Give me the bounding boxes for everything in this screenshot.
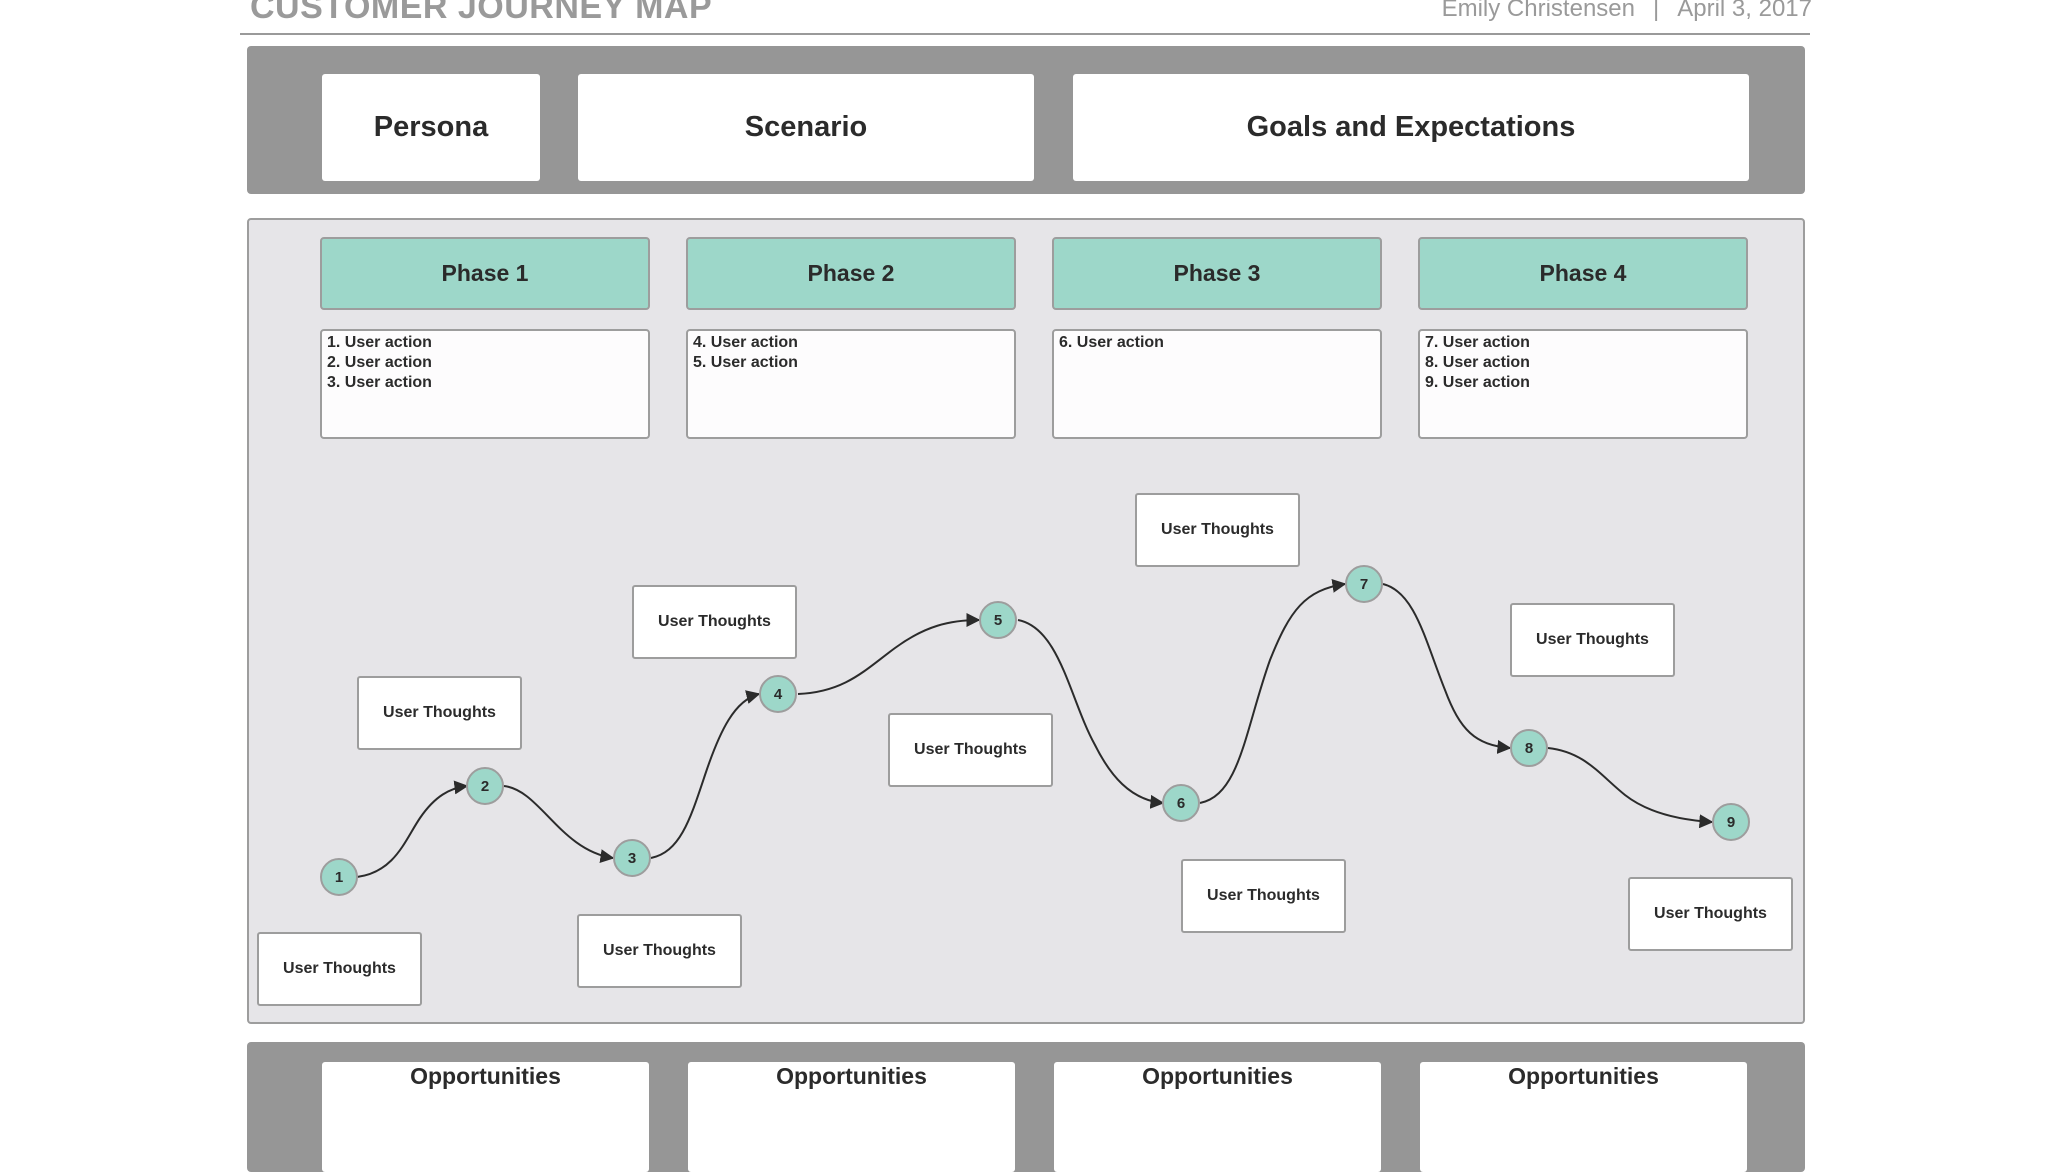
thought-step-6[interactable]: User Thoughts xyxy=(1181,859,1346,933)
opportunities-card-2[interactable]: Opportunities xyxy=(688,1062,1015,1172)
action-item: 8. User action xyxy=(1425,354,1530,371)
step-node-2: 2 xyxy=(466,767,504,805)
action-item: 4. User action xyxy=(693,334,798,351)
connector-1-2 xyxy=(356,780,469,878)
svg-text:2: 2 xyxy=(481,778,489,795)
action-item: 6. User action xyxy=(1059,334,1164,351)
scenario-card[interactable]: Scenario xyxy=(578,74,1034,181)
svg-text:4: 4 xyxy=(774,686,783,703)
phase-4-header[interactable]: Phase 4 xyxy=(1418,237,1748,310)
phase-1-actions[interactable]: 1. User action 2. User action 3. User ac… xyxy=(320,329,650,439)
opportunities-card-4[interactable]: Opportunities xyxy=(1420,1062,1747,1172)
action-item: 9. User action xyxy=(1425,374,1530,391)
svg-text:3: 3 xyxy=(628,850,636,867)
phase-2-header[interactable]: Phase 2 xyxy=(686,237,1016,310)
connector-5-6 xyxy=(1017,619,1165,809)
connector-7-8 xyxy=(1382,583,1512,754)
phase-3-header[interactable]: Phase 3 xyxy=(1052,237,1382,310)
action-item: 2. User action xyxy=(327,354,432,371)
header-date: April 3, 2017 xyxy=(1677,0,1812,22)
phase-3-actions[interactable]: 6. User action xyxy=(1052,329,1382,439)
author-name: Emily Christensen xyxy=(1441,0,1635,22)
opportunities-card-3[interactable]: Opportunities xyxy=(1054,1062,1381,1172)
thought-step-6-top[interactable]: User Thoughts xyxy=(1135,493,1300,567)
svg-text:9: 9 xyxy=(1727,814,1735,831)
thought-step-5[interactable]: User Thoughts xyxy=(888,713,1053,787)
thought-step-9[interactable]: User Thoughts xyxy=(1628,877,1793,951)
svg-text:1: 1 xyxy=(335,869,343,886)
phase-1-header[interactable]: Phase 1 xyxy=(320,237,650,310)
phase-4-actions[interactable]: 7. User action 8. User action 9. User ac… xyxy=(1418,329,1748,439)
connector-8-9 xyxy=(1547,747,1714,829)
thought-step-7[interactable]: User Thoughts xyxy=(1510,603,1675,677)
action-item: 3. User action xyxy=(327,374,432,391)
action-item: 7. User action xyxy=(1425,334,1530,351)
step-node-9: 9 xyxy=(1712,803,1750,841)
header-meta: Emily Christensen | April 3, 2017 xyxy=(1442,0,1812,23)
step-node-3: 3 xyxy=(613,839,651,877)
step-node-8: 8 xyxy=(1510,729,1548,767)
persona-card[interactable]: Persona xyxy=(322,74,540,181)
svg-text:5: 5 xyxy=(994,612,1002,629)
step-node-6: 6 xyxy=(1162,784,1200,822)
action-item: 1. User action xyxy=(327,334,432,351)
svg-text:8: 8 xyxy=(1525,740,1533,757)
step-node-5: 5 xyxy=(979,601,1017,639)
header-divider xyxy=(240,33,1810,35)
connector-6-7 xyxy=(1199,578,1347,804)
thought-step-2[interactable]: User Thoughts xyxy=(357,676,522,750)
step-node-1: 1 xyxy=(320,858,358,896)
thought-step-1[interactable]: User Thoughts xyxy=(257,932,422,1006)
connector-4-5 xyxy=(797,613,981,695)
header-separator: | xyxy=(1653,0,1660,22)
connector-2-3 xyxy=(503,785,615,864)
svg-text:7: 7 xyxy=(1360,576,1368,593)
page-title: CUSTOMER JOURNEY MAP xyxy=(250,0,713,26)
step-node-7: 7 xyxy=(1345,565,1383,603)
action-item: 5. User action xyxy=(693,354,798,371)
opportunities-card-1[interactable]: Opportunities xyxy=(322,1062,649,1172)
connector-3-4 xyxy=(650,690,761,859)
thought-step-3[interactable]: User Thoughts xyxy=(577,914,742,988)
svg-text:6: 6 xyxy=(1177,795,1185,812)
thought-step-4[interactable]: User Thoughts xyxy=(632,585,797,659)
step-node-4: 4 xyxy=(759,675,797,713)
goals-card[interactable]: Goals and Expectations xyxy=(1073,74,1749,181)
phase-2-actions[interactable]: 4. User action 5. User action xyxy=(686,329,1016,439)
